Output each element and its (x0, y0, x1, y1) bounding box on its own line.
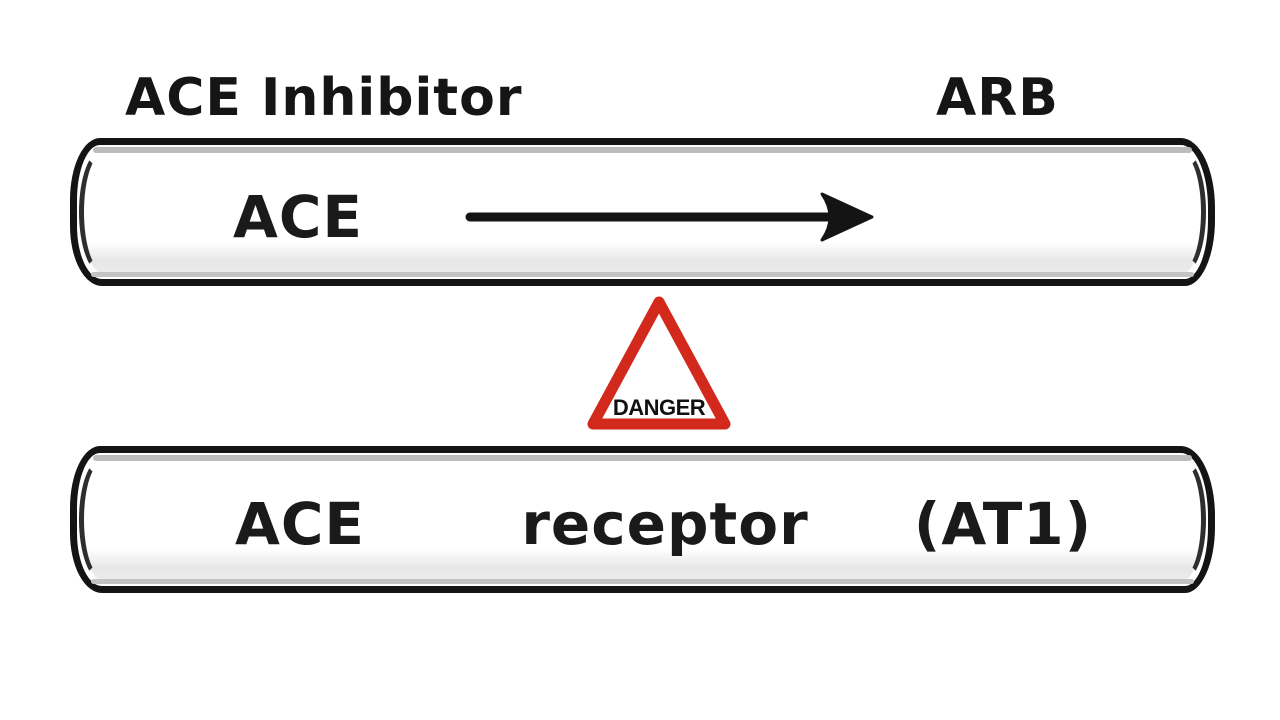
tube-shading (87, 549, 1198, 583)
tube-bottom-line (91, 579, 1194, 584)
at1-subtype-text: (AT1) (913, 490, 1093, 558)
danger-triangle-icon: DANGER (587, 296, 731, 430)
danger-text: DANGER (613, 395, 706, 420)
right-arrow-icon (465, 192, 874, 242)
ace-receptor-ace-text: ACE (234, 490, 366, 558)
tube-right-rim (1160, 150, 1206, 274)
tube-gloss (93, 455, 1192, 461)
ace-receptor-tube: ACE receptor (AT1) (69, 446, 1226, 602)
tube-right-rim (1160, 458, 1206, 581)
tube-left-rim (79, 458, 125, 581)
ace-inhibitor-label: ACE Inhibitor (125, 68, 523, 128)
tube-gloss (93, 147, 1192, 153)
arb-label: ARB (936, 68, 1059, 128)
tube-shading (87, 242, 1198, 276)
ace-enzyme-tube: ACE (69, 138, 1226, 295)
tube-left-rim (79, 150, 125, 274)
receptor-text: receptor (521, 490, 809, 558)
ace-enzyme-text: ACE (232, 183, 364, 251)
tube-bottom-line (91, 272, 1194, 277)
